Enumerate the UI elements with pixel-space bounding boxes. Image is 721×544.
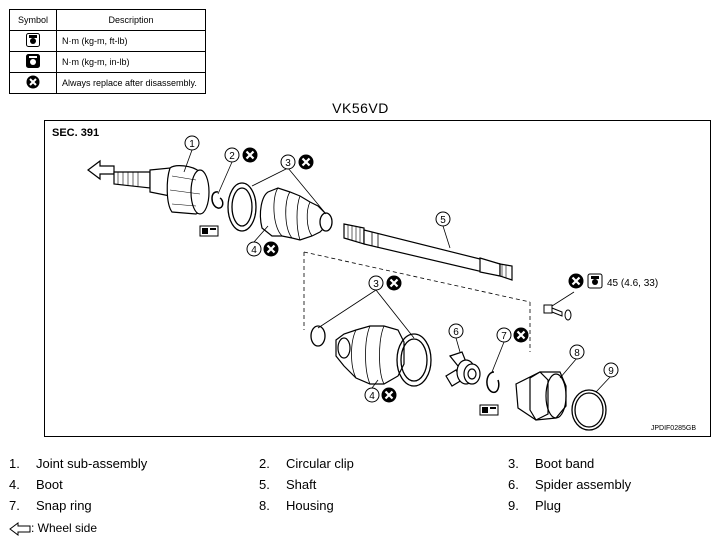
- replace-x-icon: [26, 75, 40, 89]
- leader-lines: [183, 149, 612, 393]
- callout-7: 7: [496, 327, 512, 343]
- svg-text:7: 7: [501, 331, 507, 342]
- replace-x-icon: [512, 326, 530, 344]
- boot-band-large-2: [396, 333, 432, 387]
- svg-text:3: 3: [285, 158, 291, 169]
- svg-text:2: 2: [229, 151, 235, 162]
- svg-text:9: 9: [608, 366, 614, 377]
- callout-8: 8: [569, 344, 585, 360]
- part-item: 1.Joint sub-assembly: [9, 456, 148, 471]
- replace-x-icon: [241, 146, 259, 164]
- svg-text:4: 4: [251, 245, 257, 256]
- circular-clip: [211, 191, 224, 209]
- boot-band-large-1: [227, 182, 257, 232]
- torque-value: 45 (4.6, 33): [607, 278, 658, 289]
- callout-4: 4: [246, 241, 262, 257]
- callout-2: 2: [224, 147, 240, 163]
- part-item: 2.Circular clip: [259, 456, 354, 471]
- replace-x-icon: [385, 274, 403, 292]
- replace-x-icon: [297, 153, 315, 171]
- joint-sub-assembly: [113, 165, 210, 215]
- symbol-table: Symbol Description N·m (kg-m, ft-lb) N·m…: [9, 9, 206, 94]
- svg-text:1: 1: [189, 139, 195, 150]
- part-item: 3.Boot band: [508, 456, 595, 471]
- replace-x-icon: [380, 386, 398, 404]
- svg-text:8: 8: [574, 348, 580, 359]
- callout-9: 9: [603, 362, 619, 378]
- plug: [571, 389, 607, 431]
- torque-symbol-icon: [199, 225, 219, 237]
- replace-x-icon: [262, 240, 280, 258]
- svg-text:4: 4: [369, 391, 375, 402]
- callout-3b: 3: [368, 275, 384, 291]
- torque-symbol-icon: [479, 404, 499, 416]
- bolt: [543, 304, 572, 321]
- callout-1: 1: [184, 135, 200, 151]
- snap-ring: [486, 371, 500, 394]
- part-item: 7.Snap ring: [9, 498, 92, 513]
- figure-code: JPDIF0285GB: [650, 425, 696, 432]
- symbol-desc-3: Always replace after disassembly.: [56, 72, 206, 94]
- section-label: SEC. 391: [52, 127, 100, 139]
- callout-6: 6: [448, 323, 464, 339]
- dashed-guide-line: [303, 251, 531, 352]
- torque-wrench-icon: [26, 33, 40, 47]
- part-item: 4.Boot: [9, 477, 63, 492]
- wheel-side-arrow-icon: [87, 159, 115, 181]
- svg-text:6: 6: [453, 327, 459, 338]
- wheel-side-arrow-icon: [9, 521, 31, 536]
- part-item: 6.Spider assembly: [508, 477, 632, 492]
- spider-assembly: [445, 351, 481, 387]
- boot-band-small-2: [310, 325, 326, 347]
- part-item: 9.Plug: [508, 498, 562, 513]
- replace-x-icon: [567, 272, 585, 290]
- torque-wrench-icon: [587, 273, 603, 289]
- svg-text:5: 5: [440, 215, 446, 226]
- diagram-title: VK56VD: [332, 100, 389, 116]
- boot-1: [259, 187, 327, 241]
- callout-5: 5: [435, 211, 451, 227]
- diagram-frame: [44, 120, 711, 437]
- shaft: [343, 223, 513, 281]
- svg-text:3: 3: [373, 279, 379, 290]
- boot-band-small-1: [319, 212, 333, 232]
- boot-2: [335, 325, 405, 385]
- part-item: 8.Housing: [259, 498, 334, 513]
- callout-3: 3: [280, 154, 296, 170]
- callout-4b: 4: [364, 387, 380, 403]
- torque-wrench-small-icon: [26, 54, 40, 68]
- housing: [515, 371, 567, 421]
- part-item: 5.Shaft: [259, 477, 317, 492]
- wheel-side-legend: : Wheel side: [9, 521, 97, 536]
